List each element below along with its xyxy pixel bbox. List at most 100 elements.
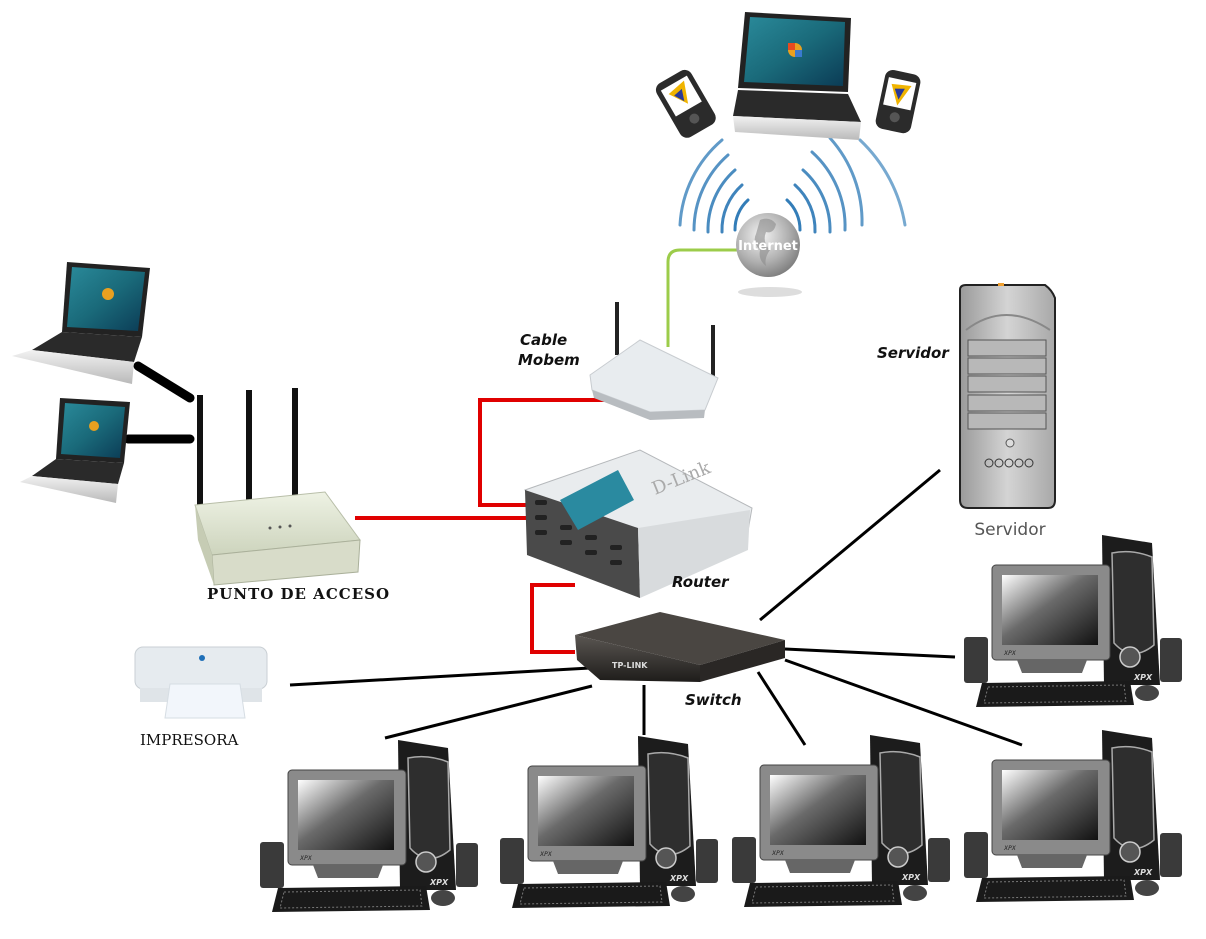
modem-label-line2: Mobem — [518, 351, 580, 369]
port — [535, 530, 547, 535]
wifi-wave-right-6 — [858, 138, 907, 227]
pc-keyboard-keys — [751, 884, 895, 904]
ap-side — [195, 505, 214, 585]
led — [268, 526, 272, 530]
pc-monitor-brand: XPX — [539, 851, 553, 858]
button — [1014, 458, 1024, 468]
wifi-wave-left-1 — [733, 198, 750, 232]
server-label-bottom: Servidor — [974, 520, 1045, 540]
pc-keyboard — [744, 881, 902, 907]
pc-keyboard — [512, 882, 670, 908]
pc-speaker-left — [964, 832, 988, 878]
windows-logo-icon — [102, 288, 114, 300]
laptop-keyboard — [32, 459, 124, 484]
globe-icon — [736, 213, 800, 277]
pc-speaker-left — [732, 837, 756, 883]
port — [610, 560, 622, 565]
led — [278, 525, 282, 529]
drive-bay — [967, 412, 1047, 430]
pc-tower-panel — [1111, 745, 1155, 850]
laptop-2 — [20, 398, 130, 503]
laptop-base — [733, 116, 861, 140]
globe-continents — [754, 218, 776, 266]
drive-bay — [967, 357, 1047, 375]
pc-monitor-stand — [553, 861, 623, 874]
pc-keyboard-keys — [983, 684, 1127, 704]
wifi-wave-left-5 — [678, 138, 724, 227]
ethernet-cable-pc-bottom-3 — [756, 671, 807, 746]
pc-monitor-screen — [770, 775, 866, 845]
pc-brand: XPX — [901, 873, 921, 882]
router-label: Router — [672, 573, 730, 591]
wifi-wave-right-1 — [785, 198, 802, 232]
laptop-1 — [12, 262, 150, 384]
port — [560, 540, 572, 545]
printer-body — [134, 646, 268, 690]
pc-keyboard — [976, 681, 1134, 707]
pc-mouse — [671, 886, 695, 902]
cable-modem: Cable Mobem — [518, 302, 719, 420]
pc-monitor-brand: XPX — [771, 850, 785, 857]
pc-speaker-left — [260, 842, 284, 888]
laptop-base — [12, 350, 134, 384]
pc-monitor-stand — [1017, 660, 1087, 673]
port — [560, 525, 572, 530]
windows-logo-q — [788, 43, 795, 50]
router-blue-panel — [560, 470, 634, 530]
pc-bottom-2: XPX XPX — [500, 736, 718, 908]
pc-mouse — [431, 890, 455, 906]
globe-shadow — [738, 287, 802, 297]
pc-monitor-brand: XPX — [1003, 650, 1017, 657]
pc-keyboard — [976, 876, 1134, 902]
pc-mouse — [1135, 880, 1159, 896]
server-power-button — [1005, 438, 1015, 448]
pc-speaker-right — [456, 843, 478, 887]
pc-keyboard-keys — [519, 885, 663, 905]
laptop-keyboard — [32, 332, 142, 362]
pc-tower-panel — [407, 755, 451, 860]
phone-button — [689, 113, 700, 124]
ethernet-cable-pc-bottom-1 — [384, 684, 593, 740]
pc-brand: XPX — [669, 874, 689, 883]
port — [535, 515, 547, 520]
button — [1004, 458, 1014, 468]
pc-keyboard-keys — [279, 889, 423, 909]
drive-bay — [967, 394, 1047, 412]
pc-speaker-left — [500, 838, 524, 884]
button — [984, 458, 994, 468]
wireless-laptop — [733, 12, 861, 140]
pc-keyboard — [272, 886, 430, 912]
ethernet-cable-pc-right — [784, 647, 956, 659]
pc-keyboard-keys — [983, 879, 1127, 899]
port — [585, 535, 597, 540]
printer-paper — [164, 683, 246, 719]
pc-monitor-screen — [1002, 770, 1098, 840]
ap-leds — [268, 524, 292, 530]
pc-speaker-right — [696, 839, 718, 883]
port — [585, 550, 597, 555]
pc-monitor-stand — [313, 865, 383, 878]
wifi-wave-left-3 — [706, 168, 737, 234]
router-front-dark — [525, 490, 640, 598]
internet-label: Internet — [738, 239, 798, 254]
smartphone-left — [655, 69, 716, 138]
pc-power-button — [887, 846, 909, 868]
pc-power-button — [1119, 841, 1141, 863]
cables — [123, 248, 1023, 747]
drive-bay — [967, 339, 1047, 357]
switch-front — [575, 635, 700, 682]
wan-cable — [666, 248, 740, 347]
ethernet-cable-laptop-1 — [133, 361, 195, 403]
wifi-wave-left-2 — [720, 183, 744, 234]
access-point: PUNTO DE ACCESO — [194, 388, 389, 603]
pc-tower-panel — [1111, 550, 1155, 655]
drive-bay — [967, 375, 1047, 393]
router-ports — [535, 500, 622, 565]
server: Servidor Servidor — [877, 283, 1056, 540]
wifi-wave-right-4 — [810, 150, 847, 232]
phone-button — [889, 112, 900, 123]
pc-tower-panel — [879, 750, 923, 855]
pc-bottom-3: XPX XPX — [732, 735, 950, 907]
